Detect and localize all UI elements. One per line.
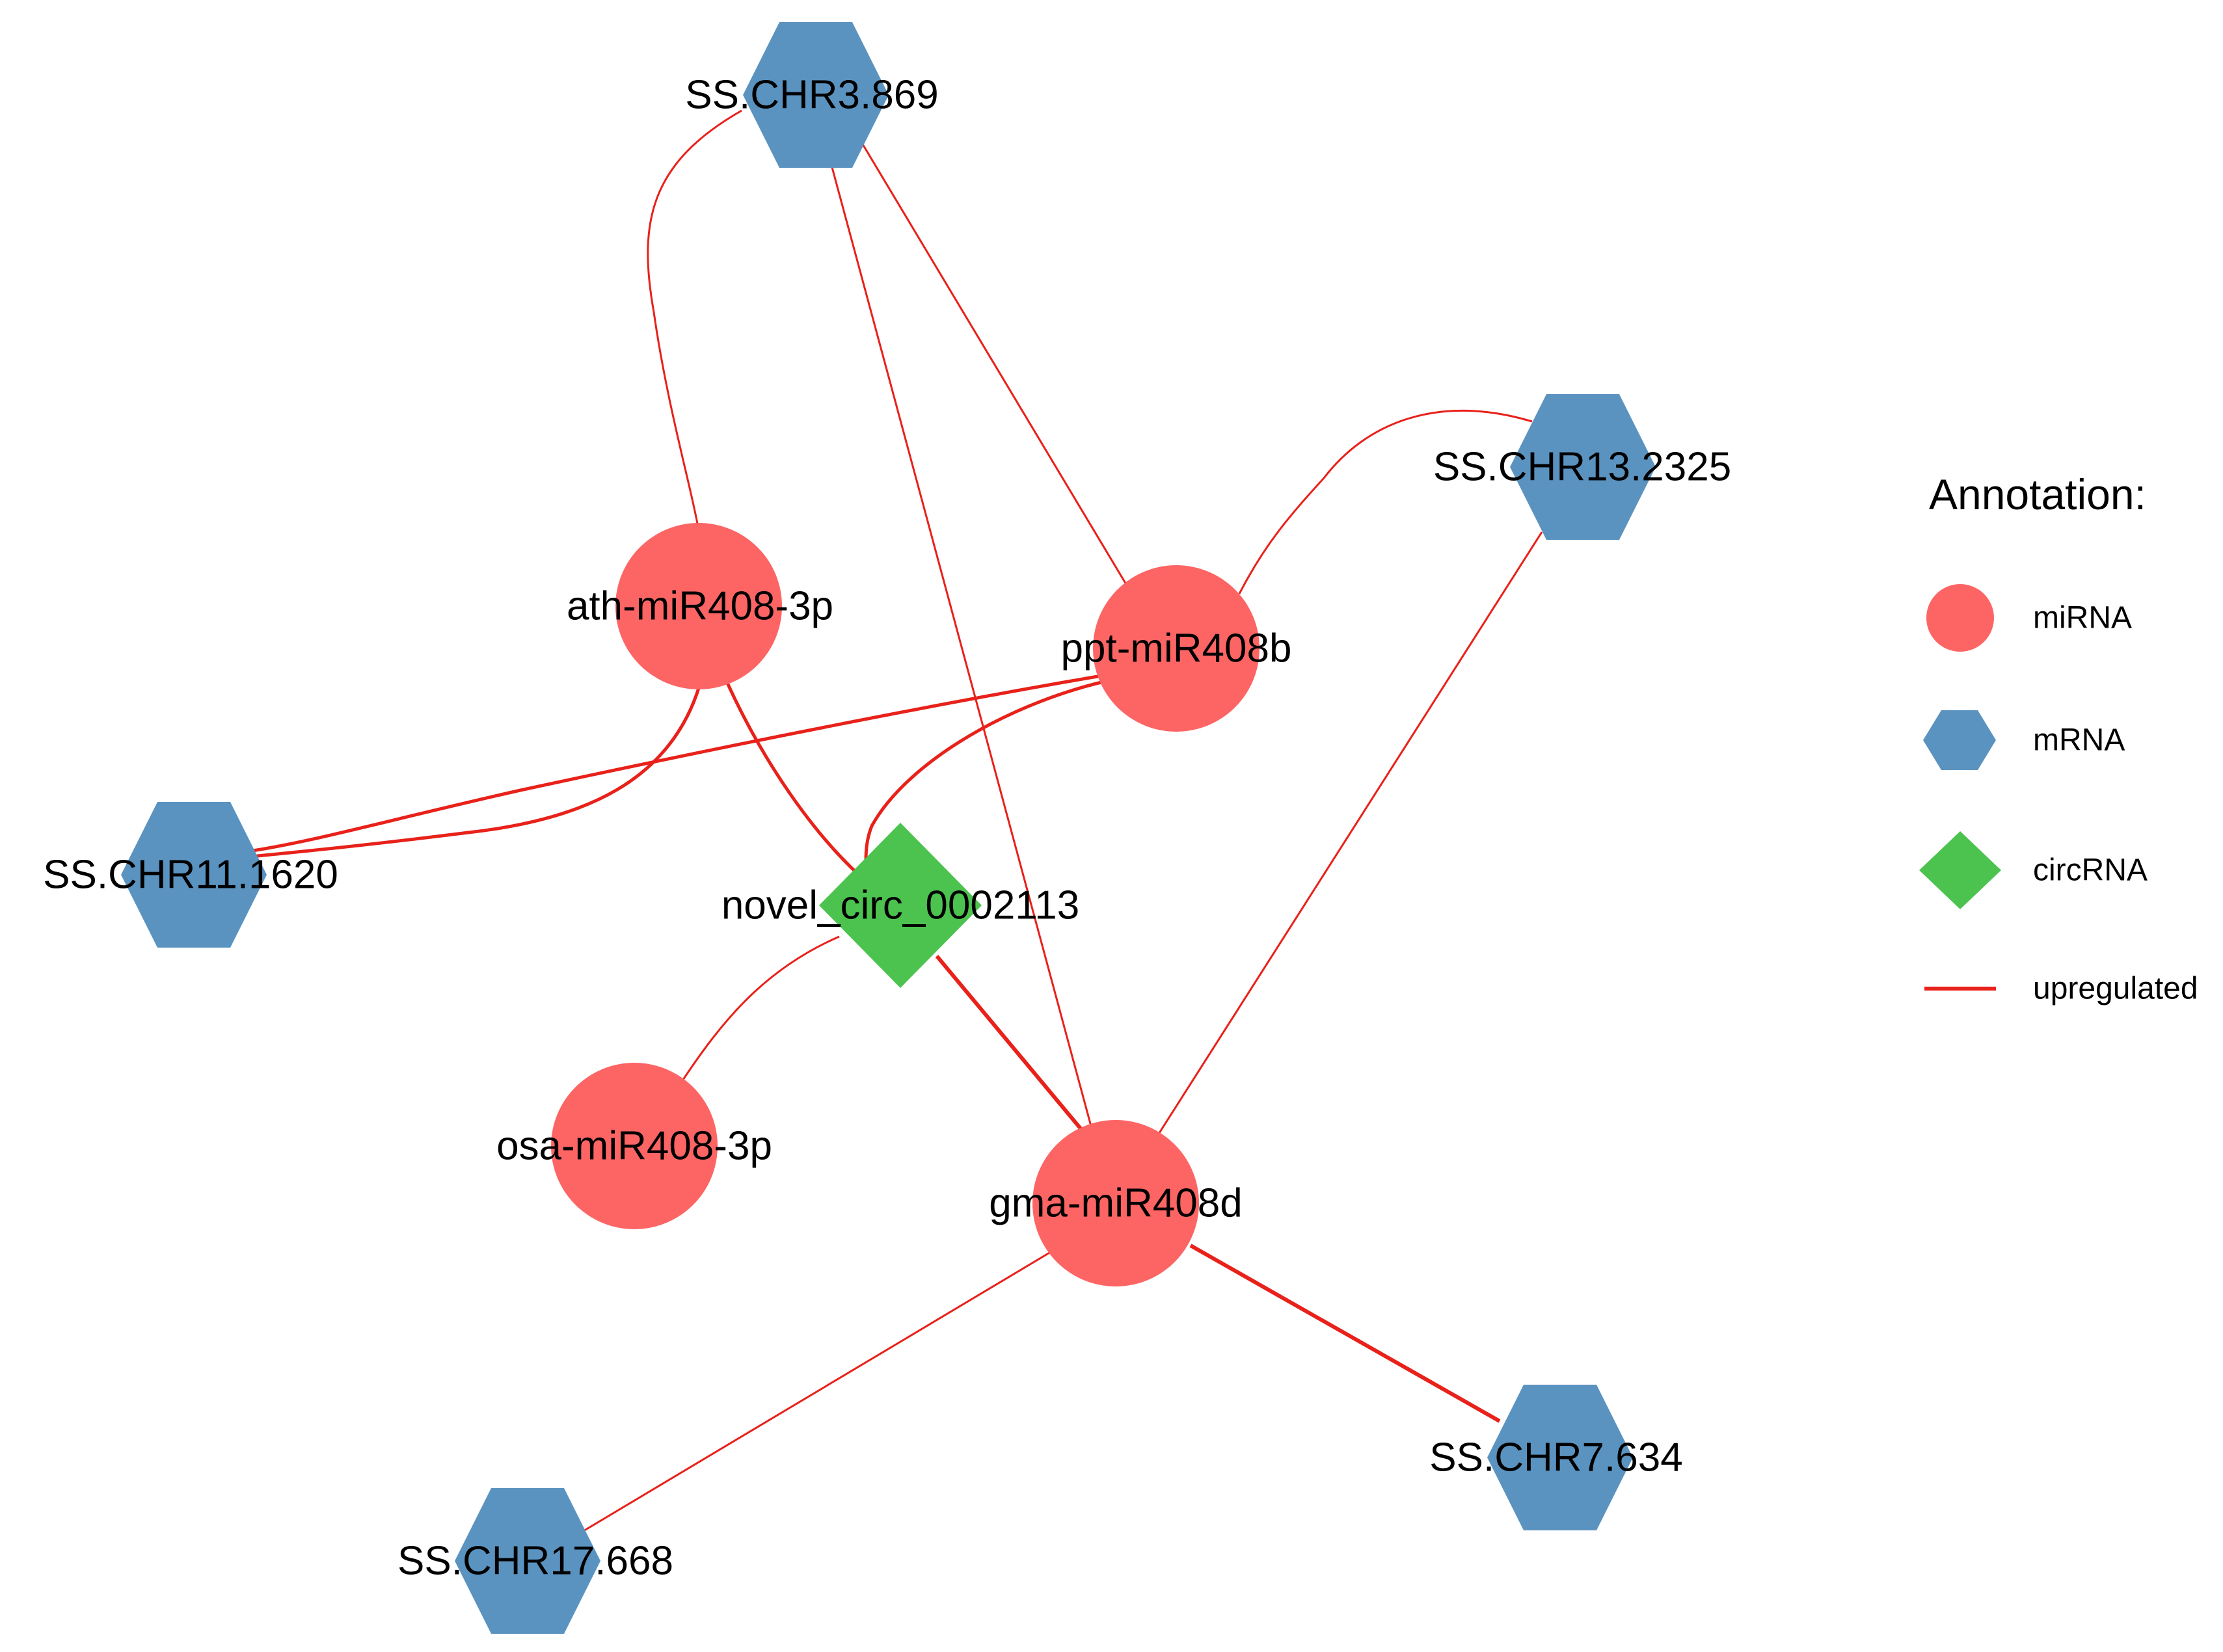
legend: Annotation: miRNA mRNA circRNA upregulat… (1919, 470, 2198, 1006)
node-label: ppt-miR408b (1061, 626, 1292, 671)
edge-ss-chr13-2325-ppt-mir408b (1238, 410, 1533, 594)
mirna-circle-icon (615, 523, 782, 689)
node-label: SS.CHR11.1620 (43, 853, 338, 898)
node-ath-mir408-3p[interactable]: ath-miR408-3p (567, 523, 833, 689)
edge-gma-mir408d-ss-chr7-634 (1189, 1244, 1501, 1423)
node-label: ath-miR408-3p (567, 584, 833, 629)
node-osa-mir408-3p[interactable]: osa-miR408-3p (496, 1063, 772, 1229)
node-ppt-mir408b[interactable]: ppt-miR408b (1061, 565, 1292, 732)
legend-title: Annotation: (1929, 470, 2146, 518)
edge-osa-mir408-3p-novel-circ-0002113 (682, 935, 840, 1080)
edge-ss-chr13-2325-gma-mir408d (1157, 531, 1543, 1136)
node-label: SS.CHR17.668 (397, 1539, 673, 1584)
node-label: SS.CHR13.2325 (1433, 445, 1731, 490)
legend-item-mrna: mRNA (1923, 710, 2125, 770)
edge-ppt-mir408b-novel-circ-0002113 (864, 676, 1120, 879)
node-label: SS.CHR7.634 (1429, 1435, 1682, 1480)
legend-label: mRNA (2033, 723, 2125, 758)
legend-label: miRNA (2033, 601, 2132, 635)
nodes: SS.CHR3.869 SS.CHR13.2325 SS.CHR11.1620 … (43, 22, 1731, 1634)
node-label: gma-miR408d (989, 1181, 1242, 1226)
edge-gma-mir408d-ss-chr17-668 (582, 1251, 1051, 1533)
node-gma-mir408d[interactable]: gma-miR408d (989, 1120, 1243, 1286)
edges (243, 109, 1543, 1533)
node-label: osa-miR408-3p (496, 1124, 772, 1169)
edge-ss-chr3-869-ath-mir408-3p (647, 109, 742, 527)
legend-label: upregulated (2033, 972, 2198, 1006)
node-label: novel_circ_0002113 (721, 883, 1079, 928)
edge-novel-circ-0002113-gma-mir408d (935, 955, 1085, 1133)
legend-item-mirna: miRNA (1926, 584, 2132, 652)
mirna-circle-icon (551, 1063, 718, 1229)
node-novel-circ-0002113[interactable]: novel_circ_0002113 (721, 823, 1079, 988)
node-ss-chr13-2325[interactable]: SS.CHR13.2325 (1433, 394, 1731, 540)
legend-item-circrna: circRNA (1919, 831, 2148, 909)
legend-item-upregulated: upregulated (1924, 972, 2198, 1006)
mirna-circle-icon (1926, 584, 1994, 652)
mrna-hexagon-icon (1487, 1385, 1633, 1530)
mrna-hexagon-icon (121, 802, 267, 948)
node-ss-chr7-634[interactable]: SS.CHR7.634 (1429, 1385, 1683, 1530)
circrna-diamond-icon (819, 823, 982, 988)
node-ss-chr11-1620[interactable]: SS.CHR11.1620 (43, 802, 338, 948)
edge-ppt-mir408b-ss-chr11-1620 (243, 673, 1110, 854)
circrna-diamond-icon (1919, 831, 2001, 909)
mrna-hexagon-icon (743, 22, 889, 168)
mrna-hexagon-icon (1510, 394, 1656, 540)
mirna-circle-icon (1032, 1120, 1199, 1286)
mrna-hexagon-icon (1923, 710, 1996, 770)
edge-ss-chr3-869-gma-mir408d (829, 162, 1093, 1129)
mrna-hexagon-icon (455, 1488, 600, 1634)
edge-ath-mir408-3p-ss-chr11-1620 (243, 686, 701, 859)
node-label: SS.CHR3.869 (685, 73, 938, 118)
edge-ath-mir408-3p-novel-circ-0002113 (725, 682, 860, 876)
node-ss-chr3-869[interactable]: SS.CHR3.869 (685, 22, 939, 168)
legend-label: circRNA (2033, 853, 2148, 888)
mirna-circle-icon (1093, 565, 1260, 732)
edge-ss-chr3-869-ppt-mir408b (859, 139, 1130, 589)
node-ss-chr17-668[interactable]: SS.CHR17.668 (397, 1488, 673, 1634)
